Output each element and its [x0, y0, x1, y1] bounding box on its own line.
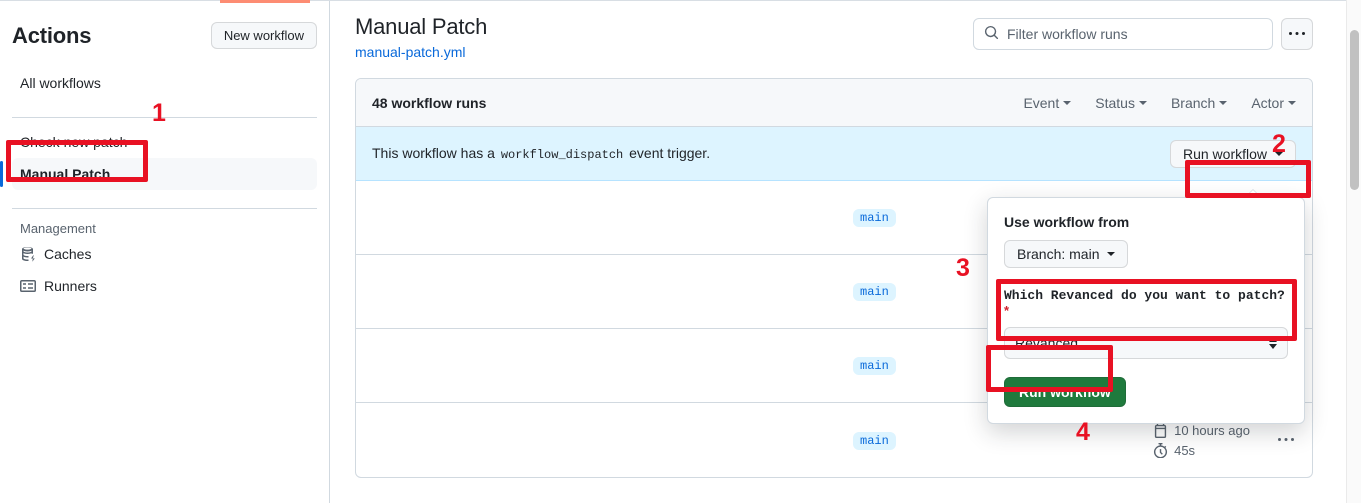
sidebar-workflows-group: Check new patch Manual Patch — [0, 126, 317, 200]
select-updown-icon — [1269, 337, 1277, 349]
workflow-file-link-wrap: manual-patch.yml — [355, 44, 487, 60]
use-workflow-from-label: Use workflow from — [1004, 214, 1130, 230]
kebab-horizontal-icon — [1278, 438, 1294, 441]
chevron-down-icon — [1107, 252, 1116, 256]
cache-icon — [20, 246, 36, 262]
revanced-select[interactable]: Revanced — [1004, 327, 1288, 359]
chevron-down-icon — [1275, 151, 1283, 156]
filter-status[interactable]: Status — [1095, 95, 1147, 111]
run-branch-cell: main — [853, 208, 896, 227]
page-title: Manual Patch — [355, 14, 488, 39]
run-timestamp-label: 10 hours ago — [1174, 422, 1250, 438]
sidebar-item-label: Manual Patch — [20, 166, 111, 182]
branch-select-button[interactable]: Branch: main — [1004, 240, 1129, 268]
branch-badge[interactable]: main — [853, 357, 896, 375]
dispatch-text-after: event trigger. — [629, 145, 711, 161]
required-marker: * — [1004, 303, 1010, 318]
run-workflow-dropdown-panel: Use workflow from Branch: main Which Rev… — [987, 189, 1305, 424]
branch-badge[interactable]: main — [853, 431, 896, 450]
chevron-down-icon — [1219, 100, 1228, 105]
actions-sidebar: Actions New workflow All workflows Check… — [0, 0, 330, 503]
run-duration-label: 45s — [1174, 442, 1196, 458]
runs-filters: Event Status Branch Actor — [1023, 95, 1296, 111]
filter-actor[interactable]: Actor — [1251, 95, 1296, 111]
sidebar-item-caches[interactable]: Caches — [12, 238, 317, 270]
page-load-progress-bar — [220, 0, 310, 3]
sidebar-header: Actions New workflow — [12, 0, 317, 67]
workflow-input-label: Which Revanced do you want to patch? * — [1004, 288, 1288, 319]
sidebar-item-all-workflows[interactable]: All workflows — [12, 67, 317, 99]
run-workflow-dropdown-button[interactable]: Run workflow — [1169, 139, 1296, 168]
sidebar-item-runners[interactable]: Runners — [12, 270, 317, 302]
filter-label: Actor — [1251, 94, 1284, 111]
run-workflow-button-label: Run workflow — [1182, 145, 1267, 162]
top-hairline — [0, 0, 1361, 1]
sidebar-item-label: Caches — [44, 246, 92, 262]
filter-branch[interactable]: Branch — [1170, 94, 1228, 111]
table-row[interactable]: main 10 hours ago 45s — [356, 403, 1312, 477]
runs-panel-header: 48 workflow runs Event Status Branch — [356, 79, 1312, 127]
run-timestamp: 10 hours ago — [1153, 422, 1250, 438]
chevron-down-icon — [1063, 100, 1072, 105]
sidebar-item-label: All workflows — [20, 75, 101, 91]
run-branch-cell: main — [853, 356, 896, 375]
sidebar-divider-2 — [12, 208, 317, 209]
header-actions — [973, 14, 1313, 50]
chevron-down-icon — [1288, 100, 1296, 105]
run-branch-cell: main — [853, 431, 896, 450]
filter-workflow-runs-box[interactable] — [973, 18, 1273, 50]
run-duration: 45s — [1153, 442, 1196, 458]
run-meta-cell: 10 hours ago 45s — [1153, 422, 1250, 458]
sidebar-section-management: Management — [20, 221, 96, 236]
calendar-icon — [1154, 422, 1167, 438]
run-branch-cell: main — [853, 282, 896, 301]
page-scrollbar[interactable] — [1346, 0, 1361, 503]
page-heading-block: Manual Patch manual-patch.yml — [355, 14, 487, 60]
branch-badge[interactable]: main — [853, 283, 896, 301]
sidebar-item-manual-patch[interactable]: Manual Patch — [0, 158, 317, 190]
search-icon — [984, 25, 999, 43]
filter-event[interactable]: Event — [1023, 94, 1072, 111]
workflow-input-label-text: Which Revanced do you want to patch? — [1004, 288, 1285, 303]
runners-icon — [20, 278, 36, 294]
submit-run-workflow-button[interactable]: Run workflow — [1004, 377, 1126, 407]
table-row[interactable]: main — [356, 181, 1312, 255]
sidebar-title: Actions — [12, 22, 92, 48]
scrollbar-thumb[interactable] — [1350, 30, 1359, 190]
sidebar-divider-1 — [12, 117, 317, 118]
branch-select-label: Branch: main — [1017, 246, 1100, 262]
stopwatch-icon — [1154, 442, 1168, 458]
branch-badge[interactable]: main — [853, 209, 896, 227]
runs-count-label: 48 workflow runs — [372, 94, 487, 111]
row-more-options-button[interactable] — [1278, 432, 1294, 448]
chevron-down-icon — [1138, 100, 1147, 105]
dispatch-banner-text: This workflow has a workflow_dispatch ev… — [372, 145, 710, 162]
filter-label: Status — [1095, 94, 1135, 111]
dispatch-text-before: This workflow has a — [372, 145, 495, 161]
table-row[interactable]: main — [356, 255, 1312, 329]
sidebar-item-check-new-patch[interactable]: Check new patch — [12, 126, 317, 158]
sidebar-all-workflows-group: All workflows — [12, 67, 317, 109]
workflow-file-link[interactable]: manual-patch.yml — [355, 44, 466, 60]
dispatch-event-code: workflow_dispatch — [500, 148, 624, 162]
main-header: Manual Patch manual-patch.yml — [355, 14, 1313, 60]
search-input[interactable] — [1007, 26, 1262, 42]
sidebar-item-label: Runners — [44, 278, 97, 294]
revanced-select-value: Revanced — [1015, 335, 1079, 351]
more-options-button[interactable] — [1281, 18, 1313, 50]
sidebar-item-label: Check new patch — [20, 134, 128, 150]
filter-label: Event — [1023, 94, 1060, 111]
new-workflow-button[interactable]: New workflow — [210, 22, 317, 49]
workflow-dispatch-banner: This workflow has a workflow_dispatch ev… — [356, 127, 1312, 181]
filter-label: Branch — [1170, 94, 1216, 111]
